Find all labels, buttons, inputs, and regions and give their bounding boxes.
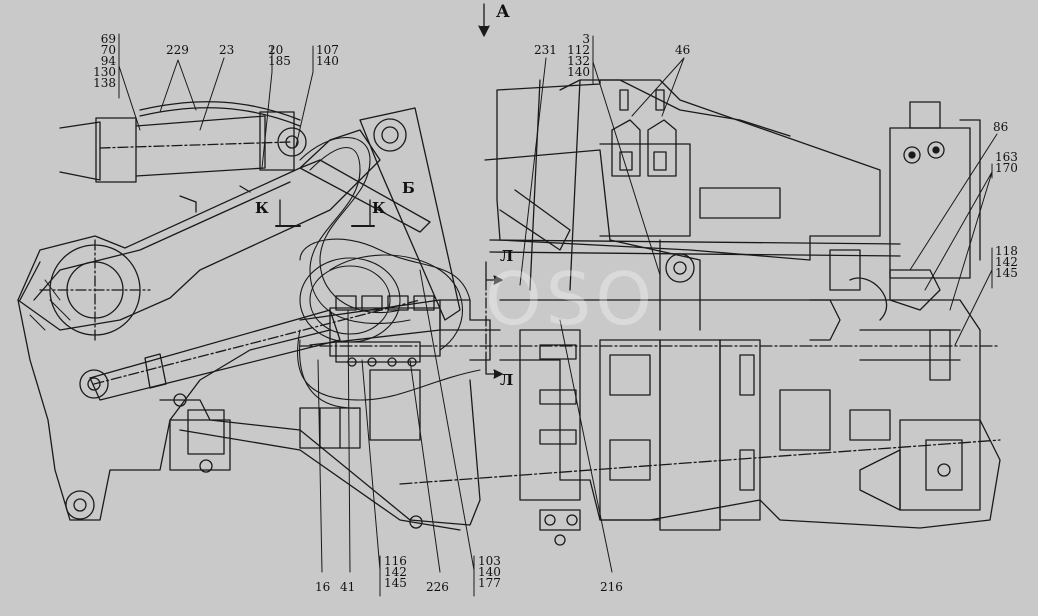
engine-box bbox=[829, 101, 981, 321]
section-k-label-left: К bbox=[255, 199, 269, 217]
hoses bbox=[296, 137, 481, 409]
callout-103: 103 bbox=[478, 554, 501, 568]
leader-lines bbox=[118, 33, 998, 597]
arm-cylinder bbox=[89, 299, 441, 401]
section-l-label-bottom: Л bbox=[500, 371, 514, 389]
callout-46: 46 bbox=[675, 43, 691, 57]
callout-107-group: 107 140 bbox=[316, 43, 346, 68]
boom bbox=[17, 129, 381, 521]
cab bbox=[484, 79, 901, 331]
callout-231: 231 bbox=[534, 43, 557, 57]
callout-118: 118 bbox=[995, 244, 1018, 258]
callout-69: 69 bbox=[100, 32, 116, 46]
watermark-text: OSO bbox=[485, 257, 657, 341]
callout-86: 86 bbox=[993, 120, 1009, 134]
callout-130: 130 bbox=[93, 65, 116, 79]
callout-112: 112 bbox=[567, 43, 590, 57]
section-b-label: Б bbox=[402, 179, 415, 197]
callout-118-group: 118 142 145 bbox=[995, 244, 1025, 280]
callout-94: 94 bbox=[100, 54, 116, 68]
callout-3: 3 bbox=[582, 32, 590, 46]
callout-3-group: 3 112 132 140 bbox=[564, 32, 590, 79]
callout-107: 107 bbox=[316, 43, 339, 57]
callout-142: 142 bbox=[995, 255, 1018, 269]
top-cylinder bbox=[59, 101, 307, 213]
transmission bbox=[299, 299, 1001, 546]
callout-103-group: 103 140 177 bbox=[478, 554, 508, 590]
callout-185: 185 bbox=[268, 54, 291, 68]
callout-138: 138 bbox=[93, 76, 116, 90]
frame bbox=[159, 299, 501, 531]
callout-142: 142 bbox=[384, 565, 407, 579]
valve-block bbox=[299, 295, 441, 449]
callout-116-group: 116 142 145 bbox=[384, 554, 414, 590]
section-l-line bbox=[485, 261, 503, 379]
callout-170: 170 bbox=[995, 161, 1018, 175]
callout-163-group: 163 170 bbox=[995, 150, 1025, 175]
section-l-label-top: Л bbox=[500, 247, 514, 265]
callout-20-group: 20 185 bbox=[268, 43, 298, 68]
callout-69-group: 69 70 94 130 138 bbox=[86, 32, 116, 90]
callout-177: 177 bbox=[478, 576, 501, 590]
callout-20: 20 bbox=[268, 43, 284, 57]
callout-132: 132 bbox=[567, 54, 590, 68]
view-arrow bbox=[478, 3, 490, 37]
callout-216: 216 bbox=[600, 580, 623, 594]
callout-163: 163 bbox=[995, 150, 1018, 164]
callout-23: 23 bbox=[219, 43, 235, 57]
callout-140: 140 bbox=[478, 565, 501, 579]
callout-70: 70 bbox=[100, 43, 116, 57]
callout-145: 145 bbox=[384, 576, 407, 590]
callout-140: 140 bbox=[567, 65, 590, 79]
section-k-label-right: К bbox=[372, 199, 386, 217]
view-label: А bbox=[496, 2, 510, 22]
callout-145: 145 bbox=[995, 266, 1018, 280]
callout-226: 226 bbox=[426, 580, 449, 594]
callout-140: 140 bbox=[316, 54, 339, 68]
callout-229: 229 bbox=[166, 43, 189, 57]
rocker bbox=[275, 107, 461, 321]
callout-41: 41 bbox=[340, 580, 356, 594]
callout-116: 116 bbox=[384, 554, 407, 568]
callout-16: 16 bbox=[315, 580, 331, 594]
